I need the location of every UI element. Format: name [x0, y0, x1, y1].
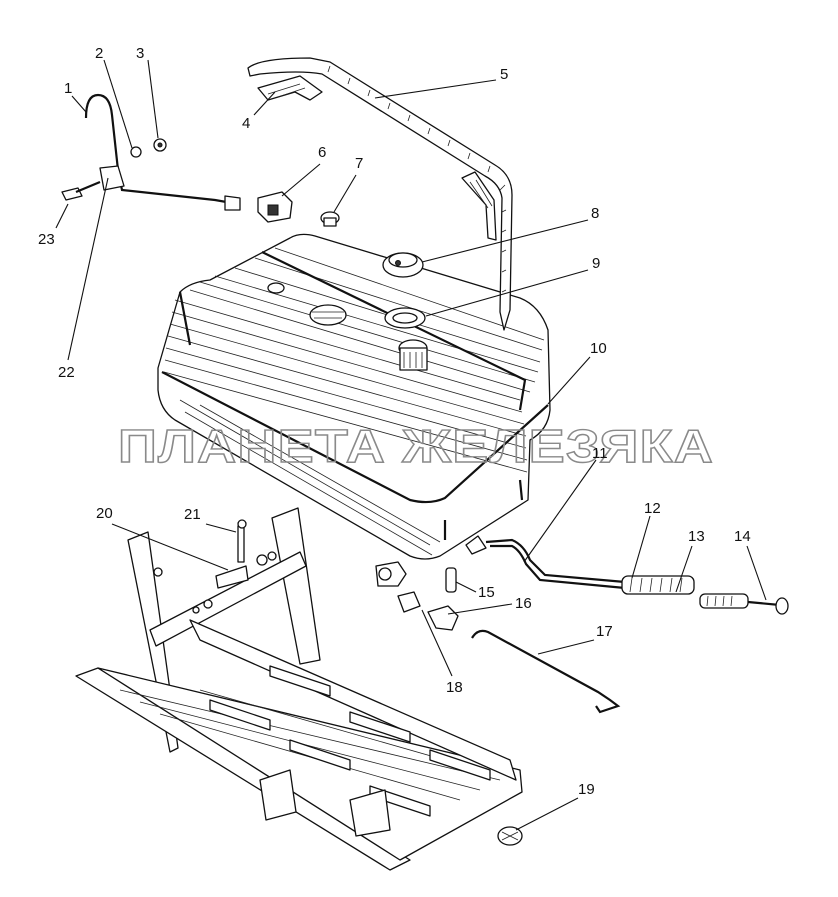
nut	[497, 826, 523, 846]
drain-plug	[320, 211, 340, 227]
callout-19: 19	[578, 781, 595, 798]
mounting-strap	[247, 57, 513, 331]
retaining-rod	[471, 629, 621, 714]
callout-14: 14	[734, 528, 751, 545]
callout-5: 5	[500, 66, 508, 83]
mounting-bracket	[75, 507, 523, 871]
callout-23: 23	[38, 231, 55, 248]
callout-7: 7	[355, 155, 363, 172]
callout-3: 3	[136, 45, 144, 62]
filler-gasket	[384, 307, 426, 329]
watermark-text: ПЛАНЕТА ЖЕЛЕЗЯКА	[118, 420, 714, 472]
fuel-tank	[157, 233, 551, 560]
callout-16: 16	[515, 595, 532, 612]
fuel-sensor	[257, 191, 293, 223]
mount-fittings	[375, 561, 459, 631]
callout-8: 8	[591, 205, 599, 222]
callout-9: 9	[592, 255, 600, 272]
callout-13: 13	[688, 528, 705, 545]
filler-cap	[382, 252, 424, 278]
breather-pipe	[61, 93, 241, 211]
strap-pad-left	[257, 75, 323, 101]
callout-leaders	[55, 59, 767, 831]
callout-20: 20	[96, 505, 113, 522]
fuel-line	[465, 535, 789, 615]
callout-18: 18	[446, 679, 463, 696]
callout-12: 12	[644, 500, 661, 517]
strap-pad-right	[461, 171, 497, 241]
callout-11: 11	[592, 445, 608, 462]
callout-2: 2	[95, 45, 103, 62]
callout-labels: 1 2 3 4 5 6 7 8 9 10 11 12 13 14 15 16 1…	[38, 45, 751, 798]
callout-10: 10	[590, 340, 607, 357]
callout-6: 6	[318, 144, 326, 161]
callout-4: 4	[242, 115, 250, 132]
callout-21: 21	[184, 506, 201, 523]
callout-17: 17	[596, 623, 613, 640]
callout-1: 1	[64, 80, 72, 97]
callout-22: 22	[58, 364, 75, 381]
callout-15: 15	[478, 584, 495, 601]
